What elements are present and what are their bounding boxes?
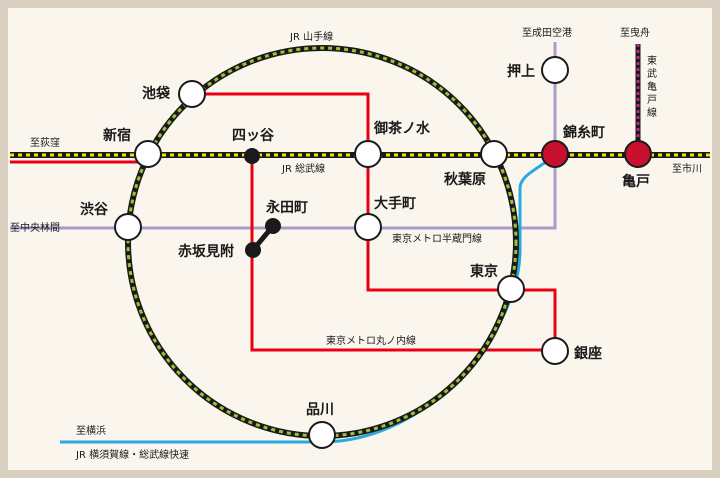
station-akihabara[interactable] <box>480 140 508 168</box>
label-oshiage: 押上 <box>507 63 535 80</box>
station-ochanomizu[interactable] <box>354 140 382 168</box>
label-yotsuya: 四ッ谷 <box>232 128 275 144</box>
station-shinjuku[interactable] <box>134 140 162 168</box>
station-tokyo[interactable] <box>497 275 525 303</box>
direction-narita: 至成田空港 <box>522 26 572 39</box>
label-kinshicho: 錦糸町 <box>563 124 605 141</box>
label-shinagawa: 品川 <box>306 402 334 418</box>
hanzomon-line <box>10 42 557 230</box>
label-sobu-line: JR 総武線 <box>281 162 325 175</box>
direction-ogikubo: 至荻窪 <box>30 136 60 149</box>
label-shibuya: 渋谷 <box>80 201 109 218</box>
map-background <box>8 8 712 470</box>
label-nagatacho: 永田町 <box>265 199 308 216</box>
label-kameido: 亀戸 <box>622 173 650 190</box>
label-ginza: 銀座 <box>574 345 602 362</box>
label-tobu-kameido-line: 戸 <box>647 94 657 106</box>
label-ochanomizu: 御茶ノ水 <box>373 120 431 137</box>
station-shibuya[interactable] <box>114 213 142 241</box>
label-hanzomon-line: 東京メトロ半蔵門線 <box>392 232 482 245</box>
label-tobu-kameido-line: 武 <box>647 67 657 80</box>
station-kinshicho[interactable] <box>541 140 569 168</box>
label-yokosuka-line: JR 横須賀線・総武線快速 <box>75 448 189 461</box>
station-shinagawa[interactable] <box>308 421 336 449</box>
station-oshiage[interactable] <box>541 56 569 84</box>
station-otemachi[interactable] <box>354 213 382 241</box>
label-yamanote-line: JR 山手線 <box>289 30 333 43</box>
station-nagatacho[interactable] <box>265 218 281 234</box>
direction-ichikawa: 至市川 <box>672 162 702 175</box>
station-ginza[interactable] <box>541 337 569 365</box>
label-tobu-kameido-line: 東 <box>647 54 657 67</box>
label-ikebukuro: 池袋 <box>142 85 171 102</box>
station-kameido[interactable] <box>624 140 652 168</box>
label-tokyo: 東京 <box>470 263 498 280</box>
station-yotsuya[interactable] <box>244 148 260 164</box>
label-marunouchi-line: 東京メトロ丸ノ内線 <box>326 334 416 347</box>
station-ikebukuro[interactable] <box>178 80 206 108</box>
label-tobu-kameido-line: 亀 <box>647 80 657 93</box>
marunouchi-line <box>192 92 557 352</box>
direction-hikifune: 至曳舟 <box>620 26 650 39</box>
label-shinjuku: 新宿 <box>103 127 131 144</box>
label-akihabara: 秋葉原 <box>444 171 486 188</box>
direction-yokohama: 至横浜 <box>76 424 106 437</box>
label-otemachi: 大手町 <box>374 195 416 212</box>
label-akasakamitsuke: 赤坂見附 <box>178 243 234 260</box>
station-akasakamitsuke[interactable] <box>245 242 261 258</box>
label-tobu-kameido-line: 線 <box>647 106 657 119</box>
direction-chuorinkan: 至中央林間 <box>10 221 60 234</box>
